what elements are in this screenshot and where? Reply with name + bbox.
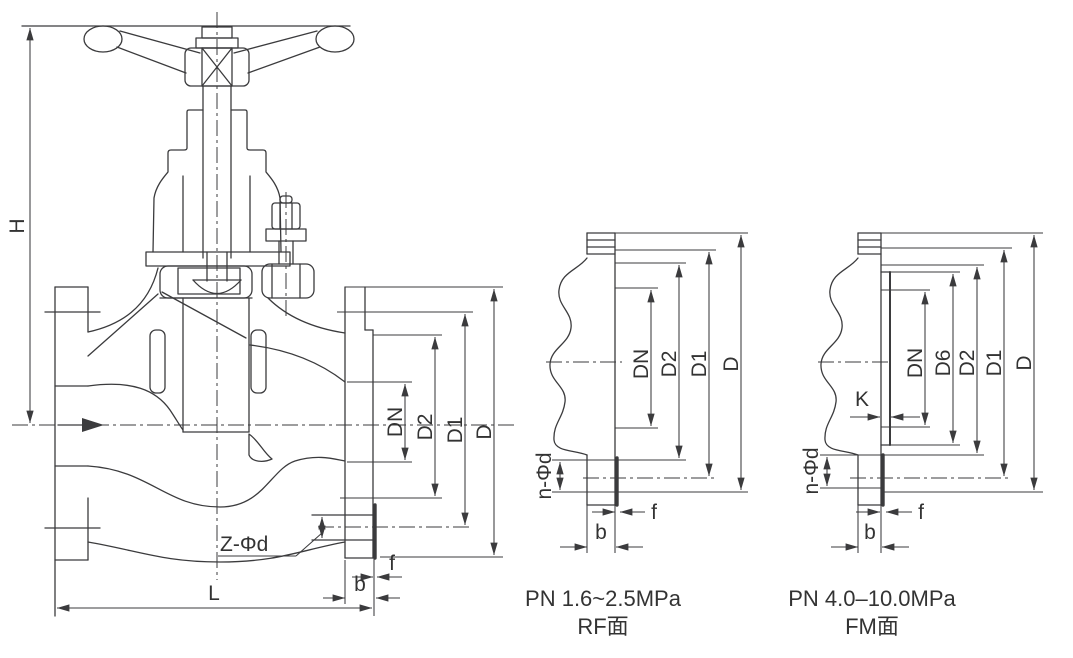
- dim-label-d6-fm: D6: [932, 350, 955, 377]
- dim-label-bolt-holes-rf: n-Φd: [533, 452, 556, 499]
- dim-label-dn-fm: DN: [904, 348, 927, 378]
- main-dimensions: H L DN D2 D1 D Z-Φd f b: [6, 27, 503, 616]
- rf-pressure-caption: PN 1.6~2.5MPa: [525, 586, 682, 611]
- dim-label-d1-fm: D1: [983, 350, 1006, 377]
- dim-label-d-main: D: [473, 424, 496, 439]
- fm-flange-outline: [818, 232, 892, 507]
- flow-arrow: [57, 418, 104, 432]
- fm-pressure-caption: PN 4.0–10.0MPa: [788, 586, 956, 611]
- dim-label-length: L: [208, 582, 220, 605]
- stem: [202, 85, 232, 259]
- rf-face-caption: RF面: [577, 614, 628, 639]
- bonnet-yoke: [145, 109, 315, 299]
- handwheel: [21, 25, 355, 87]
- dim-label-b-main: b: [354, 573, 366, 596]
- dim-label-k-fm: K: [855, 388, 869, 411]
- rf-flange-dimensions: DN D2 D1 D n-Φd f b: [533, 232, 748, 553]
- dim-label-d-rf: D: [720, 356, 743, 371]
- disc-assembly: [159, 251, 253, 299]
- dim-label-f-rf: f: [651, 501, 657, 524]
- dim-label-height: H: [6, 218, 29, 233]
- dim-label-b-rf: b: [595, 521, 607, 544]
- dim-label-dn-main: DN: [384, 407, 407, 437]
- dim-label-d2-rf: D2: [658, 351, 681, 378]
- valve-body: [44, 267, 377, 617]
- dim-label-f-fm: f: [918, 501, 924, 524]
- dim-label-bolt-holes-fm: n-Φd: [800, 447, 823, 494]
- rf-flange-outline: [546, 232, 622, 507]
- dim-label-d-fm: D: [1013, 355, 1036, 370]
- dim-label-f-main: f: [389, 552, 395, 575]
- dim-label-d1-main: D1: [444, 417, 467, 444]
- dim-label-d2-main: D2: [414, 414, 437, 441]
- dim-label-d2-fm: D2: [956, 350, 979, 377]
- fm-face-caption: FM面: [845, 614, 899, 639]
- dim-label-d1-rf: D1: [688, 351, 711, 378]
- dim-label-dn-rf: DN: [630, 349, 653, 379]
- dim-label-b-fm: b: [864, 521, 876, 544]
- gland-bolt: [265, 192, 346, 334]
- dim-label-bolt-holes-main: Z-Φd: [220, 533, 268, 556]
- fm-flange-dimensions: DN D6 D2 D1 D K n-Φd f b: [800, 232, 1043, 553]
